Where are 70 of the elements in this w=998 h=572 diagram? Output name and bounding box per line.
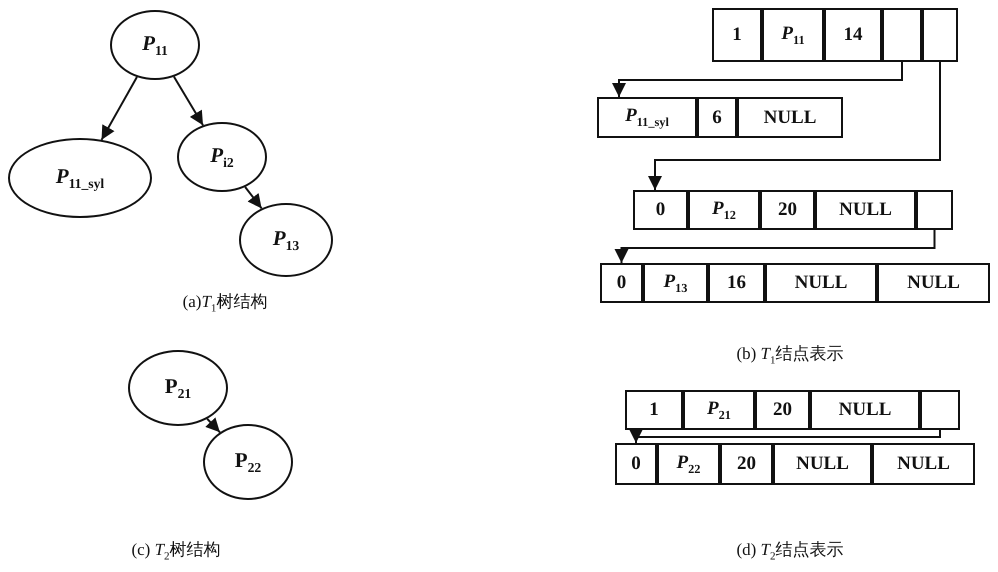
- node-label: P$_{22}$: [676, 452, 700, 476]
- record-field: [810, 390, 920, 430]
- node-label: 20: [778, 199, 797, 221]
- node-label: P$_{i2}$: [210, 142, 234, 172]
- record-field: [762, 8, 824, 62]
- arrow: [205, 417, 221, 433]
- pointer-field: [922, 8, 958, 62]
- record-field: [657, 443, 720, 485]
- record-field: [633, 190, 688, 230]
- record-field: [697, 97, 737, 138]
- record-field: [755, 390, 810, 430]
- arrow: [614, 230, 936, 263]
- node-label: 20: [737, 453, 756, 475]
- node-label: P$_{22}$: [234, 448, 262, 476]
- record-field: [597, 97, 697, 138]
- pointer-field: [920, 390, 960, 430]
- pointer-field: [916, 190, 953, 230]
- node-label: P$_{13}$: [272, 226, 300, 254]
- arrow: [244, 186, 262, 209]
- node-label: P$_{11}$: [142, 30, 168, 60]
- node-label: P$_{21}$: [164, 374, 192, 402]
- record-field: [683, 390, 755, 430]
- node-label: 1: [732, 24, 742, 46]
- node-label: 16: [727, 272, 746, 294]
- record-field: [643, 263, 708, 303]
- node-label: NULL: [794, 272, 848, 294]
- arrow: [629, 429, 941, 443]
- node-label: NULL: [839, 199, 892, 221]
- node-label: 0: [631, 453, 641, 475]
- node-label: 14: [844, 24, 862, 46]
- node-label: 0: [616, 272, 626, 294]
- record-field: [720, 443, 773, 485]
- node-label: 1: [649, 399, 659, 421]
- record-field: [737, 97, 843, 138]
- node-label: 6: [712, 106, 722, 128]
- caption: (d) T$_{2}$结点表示: [736, 539, 844, 562]
- record-field: [688, 190, 760, 230]
- record-field: [765, 263, 877, 303]
- record-field: [773, 443, 872, 485]
- record-field: [712, 8, 762, 62]
- record-field: [760, 190, 815, 230]
- node-label: P$_{11}$: [781, 22, 805, 48]
- node-label: 20: [773, 399, 792, 421]
- caption: (c) T$_{2}$树结构: [131, 539, 221, 562]
- record-field: [877, 263, 990, 303]
- node-label: NULL: [907, 272, 960, 294]
- record-field: [815, 190, 916, 230]
- node-label: 0: [656, 199, 666, 221]
- node-label: P$_{12}$: [712, 198, 736, 222]
- node-label: NULL: [764, 106, 816, 128]
- node-label: NULL: [796, 453, 849, 475]
- node-label: P$_{21}$: [707, 398, 731, 422]
- node-label: NULL: [897, 453, 950, 475]
- pointer-field: [882, 8, 922, 62]
- node-label: NULL: [838, 399, 892, 421]
- record-field: [708, 263, 765, 303]
- arrow: [648, 62, 941, 190]
- node-label: P$_{11_syl}$: [625, 105, 669, 130]
- record-field: [600, 263, 643, 303]
- caption: (b) T$_{1}$结点表示: [736, 343, 844, 366]
- node-label: P$_{13}$: [664, 270, 688, 296]
- caption: (a)T$_{1}$树结构: [182, 291, 268, 314]
- record-field: [615, 443, 657, 485]
- arrow: [100, 76, 138, 140]
- arrow: [173, 76, 204, 126]
- arrow: [612, 62, 903, 97]
- record-field: [872, 443, 975, 485]
- record-field: [824, 8, 882, 62]
- node-label: P$_{11_syl}$: [56, 164, 104, 192]
- record-field: [625, 390, 683, 430]
